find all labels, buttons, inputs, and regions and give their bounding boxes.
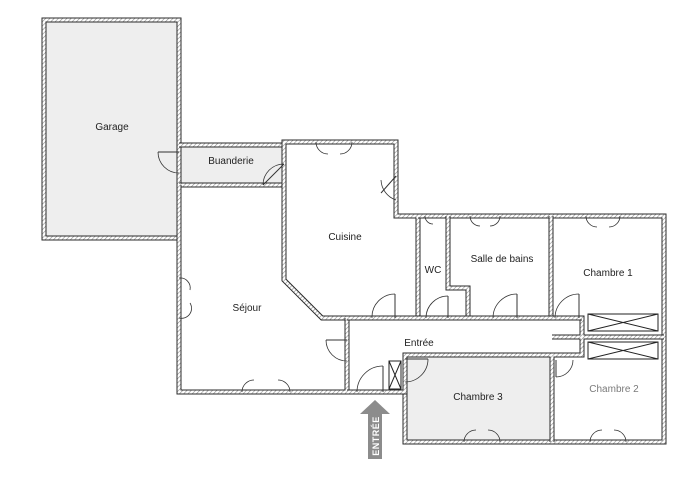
door-garage	[157, 151, 180, 174]
room-labels: Garage Buanderie Cuisine Séjour WC Salle…	[95, 122, 639, 403]
cuisine-floor	[284, 142, 418, 318]
door-main-entry	[356, 365, 384, 393]
garage-floor	[44, 20, 179, 238]
closets	[388, 313, 659, 390]
door-cuisine-bottom	[371, 293, 396, 319]
door-sdb-top	[469, 215, 501, 227]
entry-label: ENTRÉE	[371, 416, 381, 456]
label-garage: Garage	[95, 122, 129, 133]
door-cuisine-top	[315, 141, 353, 155]
wall-sejour-hatch	[177, 185, 349, 394]
door-sejour-bottom	[241, 379, 291, 393]
label-chambre1: Chambre 1	[583, 268, 633, 279]
label-cuisine: Cuisine	[328, 232, 362, 243]
door-chambre2	[555, 359, 574, 378]
door-chambre3-bottom	[463, 429, 501, 443]
door-buanderie	[262, 163, 285, 186]
room-floors	[44, 20, 664, 442]
closet-entree	[388, 360, 402, 390]
door-chambre1	[554, 293, 580, 319]
door-chambre1-top	[585, 215, 621, 228]
wc-floor	[418, 216, 448, 318]
wall-partitions-hatch	[347, 216, 664, 442]
label-wc: WC	[425, 265, 442, 276]
closet-chambre2	[587, 341, 659, 360]
label-entree: Entrée	[404, 338, 434, 349]
chambre3-floor	[405, 355, 552, 442]
door-chambre3	[404, 358, 429, 383]
label-chambre3: Chambre 3	[453, 392, 503, 403]
walls	[41, 17, 667, 445]
wall-buanderie-hatch	[179, 143, 284, 187]
buanderie-floor	[179, 145, 284, 185]
label-salle-de-bains: Salle de bains	[471, 254, 534, 265]
arrow-up-icon	[360, 400, 390, 459]
label-sejour: Séjour	[233, 303, 263, 314]
label-buanderie: Buanderie	[208, 156, 254, 167]
door-wc	[425, 295, 449, 319]
closet-chambre1	[587, 313, 659, 332]
wall-cuisine-hatch	[282, 140, 420, 320]
entry-marker: ENTRÉE	[360, 400, 390, 459]
wall-garage-hatch	[42, 18, 181, 240]
label-chambre2: Chambre 2	[589, 384, 639, 395]
sejour-floor	[179, 185, 347, 392]
doors	[157, 141, 627, 443]
wall-right-block-hatch	[403, 214, 666, 444]
door-wc-top	[424, 215, 434, 225]
sdb-floor	[448, 216, 551, 318]
door-sejour-entree	[325, 339, 348, 362]
door-chambre2-bottom	[589, 429, 627, 443]
door-sdb	[492, 293, 518, 319]
door-sejour-left	[178, 277, 192, 319]
door-cuisine-right	[380, 175, 397, 201]
entree-floor	[347, 318, 582, 355]
